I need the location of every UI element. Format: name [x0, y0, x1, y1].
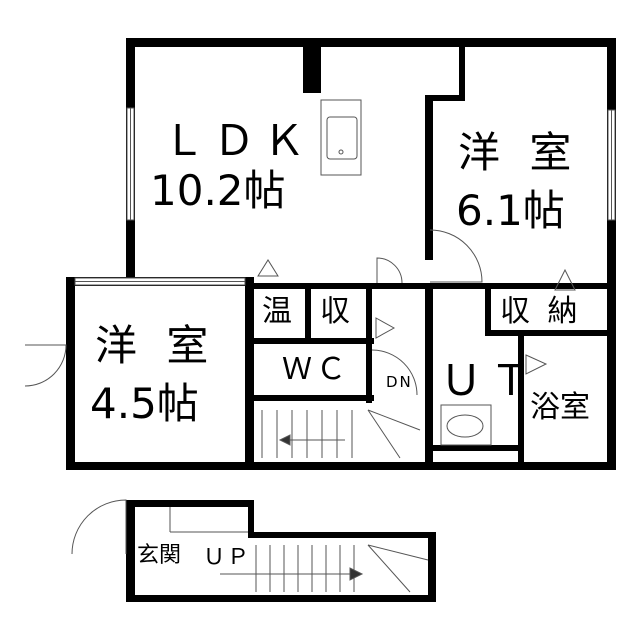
utility-label: ＵＴ — [440, 356, 541, 405]
up-label: ＵＰ — [203, 545, 252, 570]
storage-small-label: 収 — [320, 294, 354, 329]
entrance-label: 玄関 — [137, 543, 182, 568]
water-heater-label: 温 — [262, 294, 296, 329]
bath-label: 浴室 — [530, 390, 590, 425]
western-room-4-size: 4.5帖 — [90, 379, 199, 428]
ldk-label: ＬＤＫ — [163, 116, 314, 165]
fixtures — [24, 99, 616, 593]
down-label: DN — [386, 373, 413, 391]
storage-label: 収 納 — [500, 294, 582, 329]
western-room-4-label: 洋 室 — [95, 321, 217, 370]
wc-label: ＷＣ — [282, 352, 350, 387]
western-room-6-label: 洋 室 — [458, 128, 580, 177]
western-room-6-size: 6.1帖 — [456, 186, 565, 235]
ldk-size: 10.2帖 — [150, 166, 286, 215]
